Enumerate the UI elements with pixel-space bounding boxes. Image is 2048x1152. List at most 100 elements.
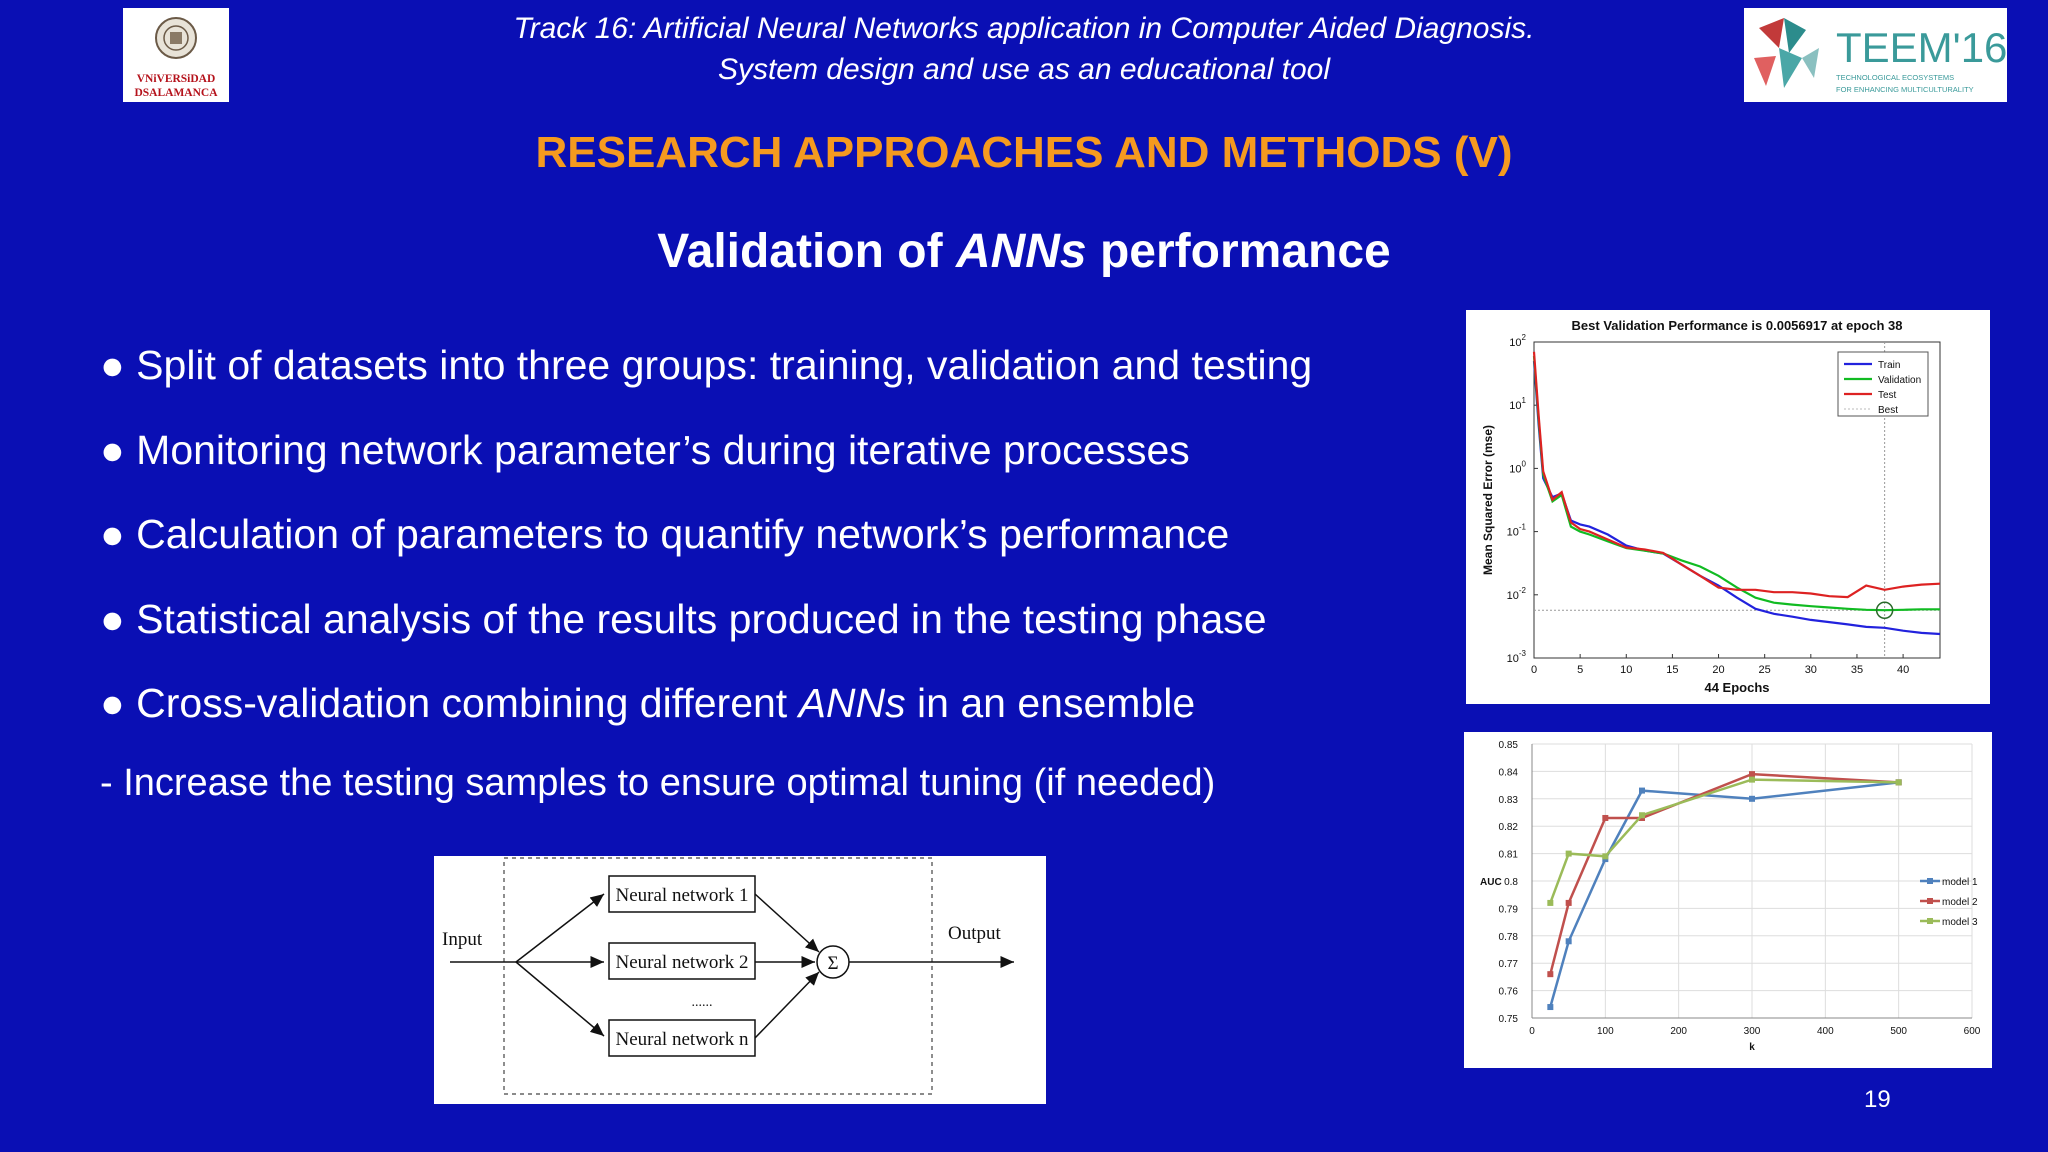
bullet-icon: ●: [100, 511, 125, 557]
y-tick-label: 102: [1509, 333, 1526, 349]
data-point: [1547, 1004, 1554, 1011]
x-tick-label: 10: [1620, 664, 1632, 676]
y-tick-label: 101: [1509, 396, 1526, 412]
x-tick-label: 500: [1890, 1026, 1907, 1037]
y-tick-label: 0.78: [1499, 932, 1519, 943]
y-tick-label: 0.79: [1499, 904, 1519, 915]
bullet-item: ● Statistical analysis of the results pr…: [100, 596, 1267, 642]
y-tick-label: 0.81: [1499, 850, 1519, 861]
legend-marker: [1927, 918, 1933, 924]
legend-label: Train: [1878, 360, 1900, 371]
ensemble-boundary: [503, 857, 933, 1095]
legend-label: Test: [1878, 390, 1897, 401]
x-tick-label: 300: [1744, 1026, 1761, 1037]
university-logo-line1: VNiVERSiDAD: [137, 73, 216, 85]
slide-title: RESEARCH APPROACHES AND METHODS (V): [535, 128, 1513, 177]
svg-text:Neural network 2: Neural network 2: [616, 952, 749, 973]
series-line-model-3: [1549, 778, 1899, 904]
legend-label: Best: [1878, 405, 1898, 416]
note-text: - Increase the testing samples to ensure…: [100, 762, 1216, 804]
y-tick-label: 0.83: [1499, 795, 1519, 806]
ellipsis: ......: [692, 995, 713, 1010]
data-point: [1565, 938, 1572, 945]
teem-logo-sub2: FOR ENHANCING MULTICULTURALITY: [1836, 85, 1974, 94]
chart-title: Best Validation Performance is 0.0056917…: [1572, 318, 1903, 333]
university-logo-line2: DSALAMANCA: [134, 87, 218, 99]
legend-label: model 1: [1942, 877, 1978, 888]
y-tick-label: 10-1: [1507, 523, 1527, 539]
y-axis-label: AUC: [1480, 877, 1502, 888]
legend-marker: [1927, 878, 1933, 884]
bullet-icon: ●: [100, 427, 125, 473]
page-number: 19: [1864, 1086, 1891, 1113]
bullet-item: ● Cross-validation combining different A…: [100, 680, 1196, 726]
data-point: [1547, 899, 1554, 906]
y-tick-label: 10-2: [1507, 586, 1527, 602]
y-axis-label: Mean Squared Error (mse): [1481, 425, 1495, 575]
x-tick-label: 30: [1805, 664, 1817, 676]
y-tick-label: 0.75: [1499, 1014, 1519, 1025]
sum-symbol: Σ: [827, 953, 838, 974]
teem-logo-text: TEEM'16: [1836, 24, 2007, 71]
data-point: [1749, 795, 1755, 802]
x-tick-label: 600: [1964, 1026, 1981, 1037]
x-tick-label: 15: [1666, 664, 1678, 676]
x-tick-label: 25: [1759, 664, 1771, 676]
neural-network-box-n: [608, 1019, 756, 1057]
input-label: Input: [442, 929, 483, 950]
neural-network-box-2: [608, 942, 756, 980]
data-point: [1602, 814, 1609, 821]
data-point: [1749, 776, 1755, 783]
university-logo: VNiVERSiDAD DSALAMANCA: [123, 8, 229, 102]
data-point: [1602, 853, 1609, 860]
x-tick-label: 0: [1531, 664, 1537, 676]
legend-label: model 3: [1942, 917, 1978, 928]
data-point: [1547, 971, 1554, 978]
data-point: [1639, 812, 1645, 819]
x-tick-label: 20: [1712, 664, 1724, 676]
teem-logo: TEEM'16 TECHNOLOGICAL ECOSYSTEMS FOR ENH…: [1744, 8, 2007, 102]
x-axis-label: 44 Epochs: [1704, 680, 1769, 695]
mse-chart: Best Validation Performance is 0.0056917…: [1466, 310, 1990, 704]
bullet-icon: ●: [100, 680, 125, 726]
x-tick-label: 35: [1851, 664, 1863, 676]
ensemble-diagram: Input Output Neural network 1 Neural net…: [434, 856, 1046, 1104]
bullet-item: ● Split of datasets into three groups: t…: [100, 342, 1313, 388]
data-point: [1639, 787, 1645, 794]
series-line-model-2: [1549, 772, 1899, 975]
svg-text:Neural network 1: Neural network 1: [616, 885, 749, 906]
x-tick-label: 200: [1670, 1026, 1687, 1037]
legend-label: Validation: [1878, 375, 1921, 386]
track-title-line1: Track 16: Artificial Neural Networks app…: [513, 12, 1535, 45]
bullet-icon: ●: [100, 596, 125, 642]
track-title-line2: System design and use as an educational …: [717, 53, 1331, 86]
slide-subtitle: Validation of ANNs performance: [657, 225, 1391, 278]
y-tick-label: 0.85: [1499, 740, 1519, 751]
teem-logo-sub1: TECHNOLOGICAL ECOSYSTEMS: [1836, 73, 1954, 82]
svg-text:Neural network n: Neural network n: [616, 1029, 749, 1050]
data-point: [1565, 899, 1572, 906]
x-axis-label: k: [1749, 1042, 1755, 1053]
x-tick-label: 100: [1597, 1026, 1614, 1037]
series-line-model-1: [1549, 781, 1899, 1008]
y-tick-label: 0.77: [1499, 959, 1519, 970]
bullet-icon: ●: [100, 342, 125, 388]
bullet-item: ● Monitoring network parameter’s during …: [100, 427, 1190, 473]
legend: [1837, 351, 1929, 417]
y-tick-label: 0.82: [1499, 822, 1519, 833]
best-point-marker: [1875, 601, 1894, 620]
series-line-test: [1532, 351, 1941, 599]
y-tick-label: 100: [1509, 459, 1526, 475]
neural-network-box-1: [608, 875, 756, 913]
x-tick-label: 0: [1529, 1026, 1535, 1037]
output-label: Output: [948, 923, 1002, 944]
data-point: [1749, 771, 1755, 778]
legend-marker: [1927, 898, 1933, 904]
x-tick-label: 5: [1577, 664, 1583, 676]
x-tick-label: 40: [1897, 664, 1909, 676]
bullet-item: ● Calculation of parameters to quantify …: [100, 511, 1230, 557]
y-tick-label: 0.76: [1499, 987, 1519, 998]
y-tick-label: 0.8: [1504, 877, 1518, 888]
y-tick-label: 10-3: [1507, 649, 1527, 665]
